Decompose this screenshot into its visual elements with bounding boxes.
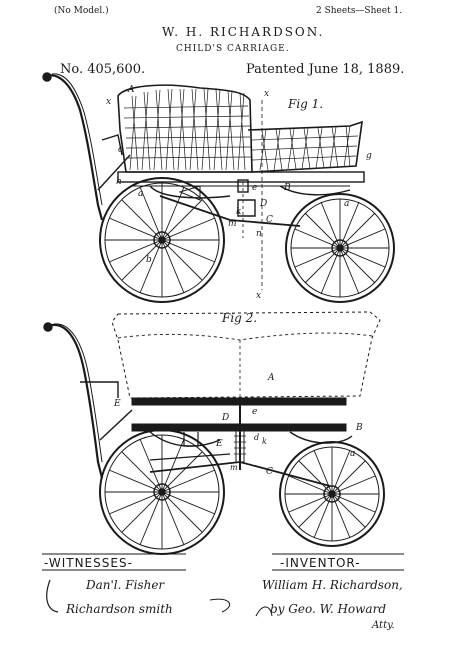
- fig2-label-m: m: [230, 463, 238, 472]
- fig1-front-spring: [279, 185, 351, 196]
- fig1-handle-knob: [42, 72, 52, 82]
- fig2-label-E-lower: E: [215, 439, 223, 449]
- fig1-bracket: [237, 199, 256, 217]
- fig1-rear-wheel: [99, 177, 225, 303]
- fig1-label-x-top: x: [264, 89, 269, 99]
- fig2-reach: [149, 461, 331, 487]
- fig1-label-a-front: a: [344, 199, 349, 209]
- patent-number: No. 405,600.: [60, 62, 146, 77]
- fig1-king-bolt: [237, 179, 249, 193]
- attorney-signature: by Geo. W. Howard: [270, 602, 387, 616]
- fig2-front-wheel: [279, 441, 385, 547]
- inventor-name: W. H. RICHARDSON.: [162, 25, 325, 39]
- fig2-label-k: k: [262, 437, 267, 446]
- fig1-label-a-rear: a: [138, 189, 143, 199]
- fig1-rear-spring: [149, 185, 231, 199]
- fig2-upper-plate: [131, 397, 347, 406]
- patented-date: Patented June 18, 1889.: [246, 62, 405, 77]
- fig2-body-outline: [111, 311, 381, 399]
- fig2-label-e: e: [252, 407, 257, 417]
- fig1-label-x-bottom: x: [256, 291, 261, 301]
- sheet-note: 2 Sheets—Sheet 1.: [316, 6, 403, 16]
- fig2-label-A: A: [267, 373, 275, 383]
- witnesses-heading: -WITNESSES-: [44, 556, 133, 570]
- inventor-signature: William H. Richardson,: [262, 578, 403, 592]
- fig1-body-front: [247, 120, 363, 173]
- fig2-handle-bracket: [80, 381, 119, 398]
- fig2-label-d: d: [254, 433, 259, 442]
- patent-title: CHILD'S CARRIAGE.: [176, 44, 290, 54]
- fig1-label-n: n: [256, 229, 262, 239]
- fig1-label-k: k: [236, 207, 241, 217]
- fig2-label-C: C: [266, 467, 273, 477]
- fig1-label-B: B: [283, 183, 291, 193]
- fig1-wicker-front: [251, 125, 359, 171]
- fig1-label-A: A: [127, 85, 135, 95]
- figure-2: Fig 2. A E B D e d k E m C: [43, 311, 385, 555]
- fig1-front-wheel: [285, 193, 395, 303]
- fig1-label-e: e: [252, 183, 257, 193]
- fig1-wicker-back: [123, 88, 252, 171]
- figure-1: Fig 1. A x x c h a b e B D C k m n g a x: [42, 72, 395, 303]
- fig2-front-spring: [289, 431, 353, 444]
- model-note: (No Model.): [54, 6, 109, 16]
- witness-signature-2: Richardson smith: [66, 602, 173, 616]
- fig1-label-m: m: [228, 219, 237, 229]
- fig2-label-a: a: [350, 449, 355, 459]
- fig1-label-h: h: [116, 177, 122, 187]
- fig1-handle: [45, 74, 104, 221]
- fig2-handle: [47, 323, 104, 479]
- fig2-rear-wheel: [99, 429, 225, 555]
- fig1-handle-inner: [51, 73, 103, 206]
- fig1-reach: [159, 195, 301, 227]
- fig1-handle-bracket: [101, 134, 123, 156]
- fig1-body-back: [117, 84, 253, 173]
- fig1-label-D: D: [259, 199, 267, 209]
- fig1-label-C: C: [266, 215, 273, 225]
- fig2-label: Fig 2.: [221, 311, 257, 325]
- fig1-label-x-left: x: [106, 97, 111, 107]
- fig2-label-D: D: [221, 413, 229, 423]
- footer-rules: [42, 553, 404, 617]
- inventor-heading: -INVENTOR-: [280, 556, 361, 570]
- fig1-label: Fig 1.: [287, 97, 323, 111]
- fig2-label-B: B: [355, 423, 363, 433]
- fig1-label-g: g: [366, 151, 372, 161]
- fig1-label-c: c: [118, 145, 123, 155]
- fig1-label-b: b: [146, 255, 152, 265]
- fig2-label-E: E: [113, 399, 121, 409]
- witness-signature-1: Dan'l. Fisher: [86, 578, 165, 592]
- attorney-suffix: Atty.: [372, 620, 395, 631]
